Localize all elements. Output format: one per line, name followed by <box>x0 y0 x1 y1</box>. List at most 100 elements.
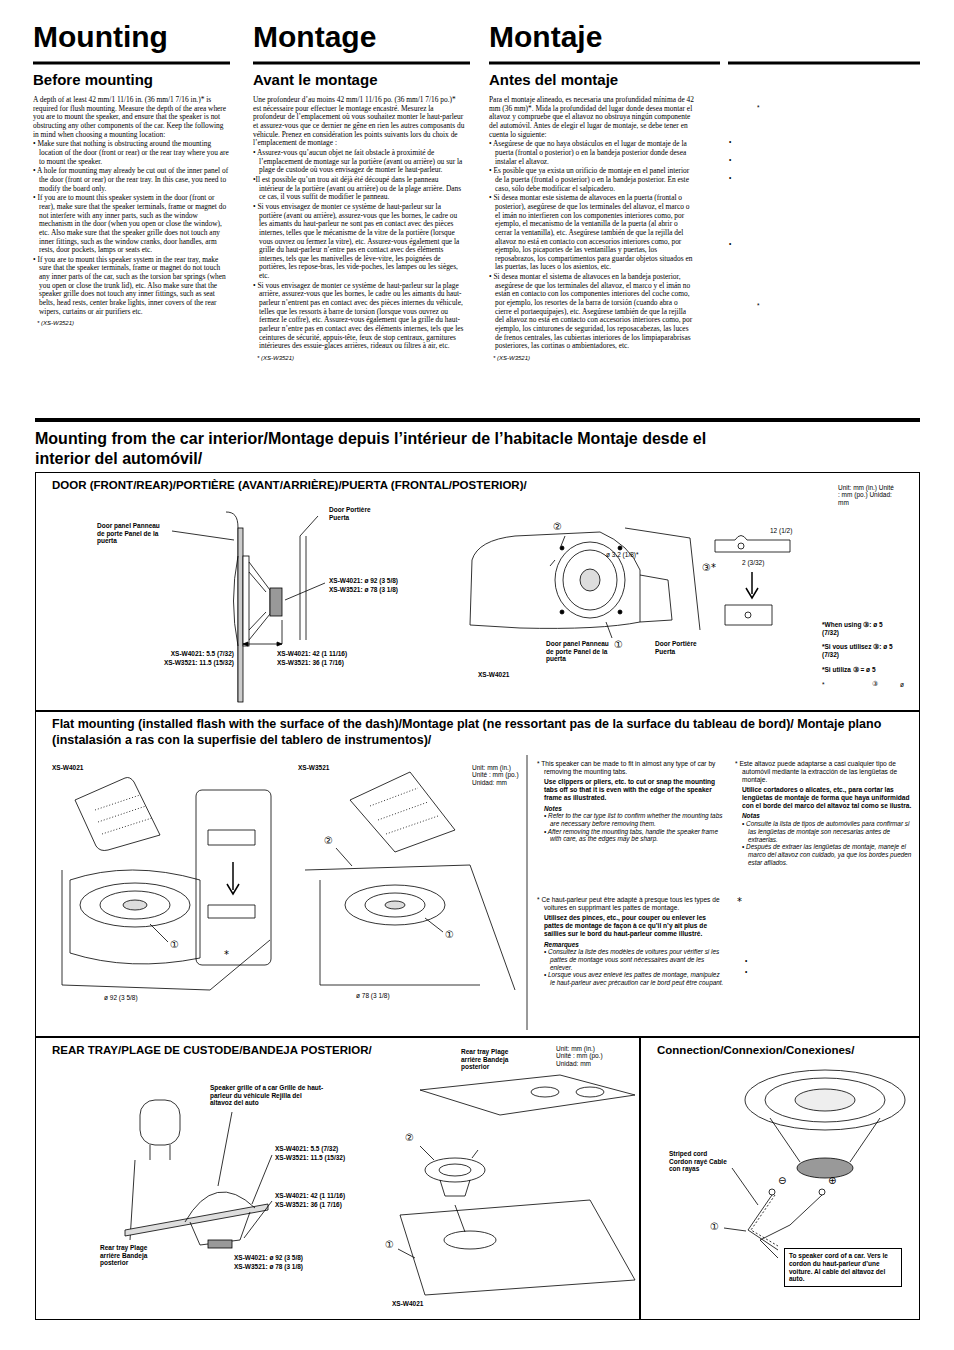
note-text: • Consultez la liste des modèles de voit… <box>537 948 725 971</box>
note-label: *Si utiliza ③ = ø 5 <box>822 666 914 674</box>
bullet-mark: • <box>729 240 731 247</box>
page-title: Montage <box>253 22 376 52</box>
note-text: Utilice cortadores o alicates, etc., par… <box>735 786 915 810</box>
section-heading: Before mounting <box>33 72 153 89</box>
dimension-label: ø 92 (3 5/8) <box>104 994 138 1001</box>
bullet-mark: • <box>745 957 747 964</box>
asterisk-mark: * <box>822 681 825 688</box>
note-heading: Notas <box>735 812 915 820</box>
dimension-label: XS-W4021: ø 92 (3 5/8) <box>329 577 398 585</box>
note-text: * This speaker can be made to fit in alm… <box>537 760 725 776</box>
bullet-text: • Si desea montar el sistema de altavoce… <box>489 273 694 351</box>
bullet-text: • Asegúrese de que no haya obstáculos en… <box>489 140 694 166</box>
callout-number: ③* <box>702 563 716 573</box>
unit-note: Unit: mm (in.) Unité : mm (po.) Unidad: … <box>472 764 527 786</box>
dimension-label: XS-W4021: 5.5 (7/32) <box>130 650 234 658</box>
bullet-text: • If you are to mount this speaker syste… <box>33 194 230 255</box>
model-label: XS-W4021 <box>392 1300 423 1308</box>
dimension-label: 2 (3/32) <box>742 559 764 566</box>
bullet-text: • Make sure that nothing is obstructing … <box>33 140 230 166</box>
bullet-text: • Si desea montar este sistema de altavo… <box>489 194 694 272</box>
text-column: * Este altavoz puede adaptarse a casi cu… <box>735 760 915 866</box>
body-text: Une profondeur d’au moins 42 mm/1 11/16 … <box>253 96 465 148</box>
callout-number: ① <box>445 930 454 940</box>
part-label: Door panel Panneau de porte Panel de la … <box>97 522 167 545</box>
note-text: Utilisez des pinces, etc., pour couper o… <box>537 914 725 938</box>
dimension-label: ø <box>900 681 904 688</box>
asterisk-mark: * <box>224 950 229 960</box>
part-label: Rear tray Plage arrière Bandeja posterio… <box>100 1244 162 1267</box>
dimension-label: ø 3.2 (1/8)* <box>606 551 639 558</box>
dimension-label: XS-W3521: 36 (1 7/16) <box>277 659 344 667</box>
panel-heading: REAR TRAY/PLAGE DE CUSTODE/BANDEJA POSTE… <box>36 1038 639 1058</box>
note-label: *When using ③: ø 5 (7/32) <box>822 621 884 636</box>
callout-number: ③ <box>872 680 878 687</box>
part-label: Door panel Panneau de porte Panel de la … <box>546 640 610 663</box>
callout-number: ① <box>170 940 179 950</box>
dimension-label: XS-W3521: 11.5 (15/32) <box>275 1154 345 1162</box>
part-label: Speaker grille of a car Grille de haut-p… <box>210 1084 325 1107</box>
model-label: XS-W4021 <box>52 764 83 772</box>
dimension-label: XS-W4021: 5.5 (7/32) <box>275 1145 338 1153</box>
dimension-label: XS-W3521: ø 78 (3 1/8) <box>234 1263 303 1271</box>
unit-note: Unit: mm (in.) Unité : mm (po.) Unidad: … <box>556 1045 611 1067</box>
asterisk-mark: * <box>737 897 742 907</box>
text-column: Une profondeur d’au moins 42 mm/1 11/16 … <box>253 96 465 363</box>
body-text: A depth of at least 42 mm/1 11/16 in. (3… <box>33 96 230 139</box>
bullet-text: • Si vous envisagez de monter ce système… <box>253 282 465 351</box>
flat-mounting-panel: Flat mounting (installed flash with the … <box>35 711 920 1037</box>
panel-heading: DOOR (FRONT/REAR)/PORTIÈRE (AVANT/ARRIÈR… <box>36 473 919 493</box>
footnote: * (XS-W3521) <box>253 355 465 363</box>
note-text: • Lorsque vous avez enlevé les pattes de… <box>537 971 725 986</box>
part-label: Rear tray Plage arrière Bandeja posterio… <box>461 1048 523 1071</box>
callout-number: ② <box>553 522 562 532</box>
text-column: * Ce haut-parleur peut être adapté à pre… <box>537 896 725 987</box>
dimension-label: XS-W3521: 11.5 (15/32) <box>130 659 234 667</box>
footnote: * (XS-W3521) <box>33 320 230 328</box>
callout-number: ① <box>614 640 623 650</box>
part-label: Door Portière Puerta <box>329 506 374 521</box>
note-text: * Este altavoz puede adaptarse a casi cu… <box>735 760 915 784</box>
footnote: * (XS-W3521) <box>489 355 694 363</box>
door-panel: DOOR (FRONT/REAR)/PORTIÈRE (AVANT/ARRIÈR… <box>35 472 920 711</box>
asterisk-mark: * <box>757 104 760 111</box>
body-text: Para el montaje alineado, es necesaria u… <box>489 96 694 139</box>
text-column: Para el montaje alineado, es necesaria u… <box>489 96 694 363</box>
bullet-mark: • <box>729 156 731 163</box>
dimension-label: XS-W4021: ø 92 (3 5/8) <box>234 1254 303 1262</box>
section-heading: Avant le montage <box>253 72 377 89</box>
bullet-mark: • <box>729 174 731 181</box>
terminal-symbol: ⊕ <box>828 1176 836 1186</box>
asterisk-mark: * <box>757 302 760 309</box>
text-column: A depth of at least 42 mm/1 11/16 in. (3… <box>33 96 230 328</box>
note-heading: Remarques <box>537 941 725 949</box>
note-text: * Ce haut-parleur peut être adapté à pre… <box>537 896 725 912</box>
dimension-label: 12 (1/2) <box>770 527 792 534</box>
bullet-text: • Es posible que ya exista un orificio d… <box>489 167 694 193</box>
page-title: Montaje <box>489 22 602 52</box>
rear-tray-panel: REAR TRAY/PLAGE DE CUSTODE/BANDEJA POSTE… <box>35 1037 640 1320</box>
panel-heading: Flat mounting (installed flash with the … <box>36 712 919 748</box>
unit-note: Unit: mm (in.) Unité : mm (po.) Unidad: … <box>838 484 896 506</box>
callout-number: ① <box>710 1222 719 1232</box>
part-label: Door Portière Puerta <box>655 640 697 655</box>
part-label: Striped cord Cordon rayé Cable con rayas <box>669 1150 731 1173</box>
model-label: XS-W3521 <box>298 764 329 772</box>
note-label: *Si vous utilisez ③: ø 5 (7/32) <box>822 643 902 658</box>
note-text: • Después de extraer las lengüetas de mo… <box>735 843 915 866</box>
panel-heading: Mounting from the car interior/Montage d… <box>35 422 735 469</box>
dimension-label: XS-W3521: ø 78 (3 1/8) <box>329 586 398 594</box>
panel-heading: Connection/Connexion/Conexiones/ <box>641 1038 919 1058</box>
dimension-label: XS-W4021: 42 (1 11/16) <box>275 1192 345 1200</box>
callout-number: ② <box>405 1133 414 1143</box>
cord-note-box: To speaker cord of a car. Vers le cordon… <box>784 1248 902 1287</box>
bullet-mark: • <box>729 138 731 145</box>
page-title: Mounting <box>33 22 168 52</box>
note-heading: Notes <box>537 805 725 813</box>
dimension-label: XS-W3521: 36 (1 7/16) <box>275 1201 342 1209</box>
note-text: • Consulte la lista de tipos de automóvi… <box>735 820 915 843</box>
model-label: XS-W4021 <box>478 671 509 679</box>
dimension-label: ø 78 (3 1/8) <box>356 992 390 999</box>
bullet-mark: • <box>745 968 747 975</box>
note-text: • After removing the mounting tabs, hand… <box>537 828 725 843</box>
